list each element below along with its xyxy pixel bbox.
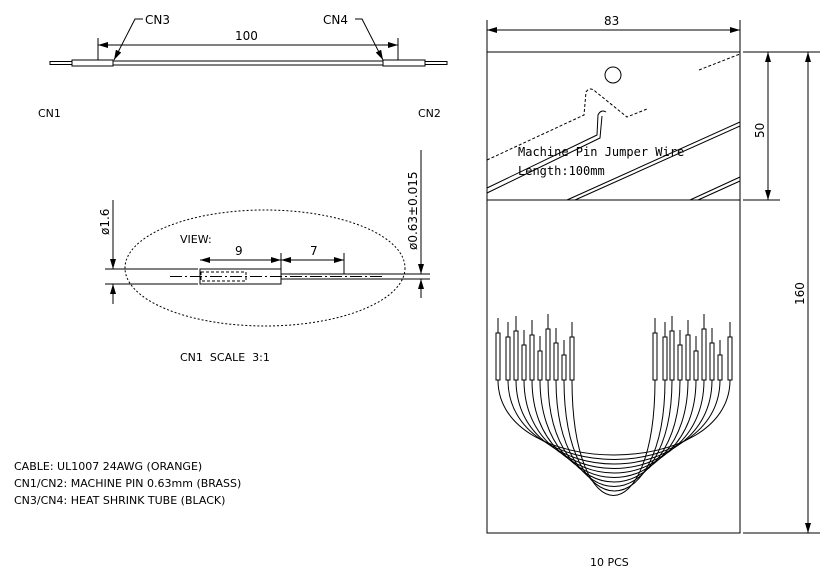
- pin-sleeve: [529, 334, 535, 381]
- wire-loop: [515, 379, 713, 465]
- wire-loop: [571, 379, 656, 496]
- wire-loop: [507, 379, 721, 460]
- pin-sleeve: [662, 336, 668, 381]
- pin-sleeve: [677, 344, 683, 381]
- pin-sleeve: [727, 336, 733, 381]
- right-heat-shrink: [382, 59, 426, 67]
- cable: [112, 60, 384, 66]
- view-label: VIEW:: [180, 233, 212, 246]
- cn2-label: CN2: [418, 107, 441, 120]
- pin-sleeve: [709, 342, 715, 381]
- cable-diameter-dimension: ø1.6: [98, 209, 112, 235]
- package-drawing: [486, 20, 820, 534]
- pin-sleeve: [701, 328, 707, 381]
- pin-sleeve: [717, 354, 723, 381]
- header-height-dimension: 50: [753, 123, 767, 138]
- wire-loop: [563, 379, 666, 492]
- pin-sleeve: [561, 354, 567, 381]
- package-label-length: Length:100mm: [518, 164, 605, 178]
- package-label-title: Machine Pin Jumper Wire: [518, 145, 684, 159]
- cn4-leader: [355, 18, 384, 61]
- package-width-dimension: 83: [604, 14, 619, 28]
- detail-view: [105, 150, 430, 327]
- pin-sleeve: [513, 330, 519, 381]
- cn4-label: CN4: [323, 13, 348, 27]
- left-pin: [49, 61, 73, 65]
- hang-hole-icon: [604, 66, 622, 84]
- wire-loop: [523, 379, 705, 469]
- pin-sleeve: [545, 328, 551, 381]
- wire-loop: [547, 379, 681, 483]
- pin-sleeve: [685, 334, 691, 381]
- pin-sleeve: [669, 330, 675, 381]
- wire-loop: [539, 379, 689, 478]
- note-machine-pin: CN1/CN2: MACHINE PIN 0.63mm (BRASS): [14, 477, 241, 490]
- length-dimension: 100: [235, 29, 258, 43]
- quantity-label: 10 PCS: [590, 556, 629, 569]
- pin-sleeve: [505, 336, 511, 381]
- package-outline: [486, 51, 741, 534]
- note-cable: CABLE: UL1007 24AWG (ORANGE): [14, 460, 202, 473]
- tube-length-dimension: 9: [235, 244, 243, 258]
- left-heat-shrink: [71, 59, 114, 67]
- pin-length-dimension: 7: [310, 244, 318, 258]
- wire-loop: [531, 379, 697, 474]
- right-pin: [424, 61, 448, 65]
- pin-sleeve: [495, 332, 501, 381]
- pin-sleeve: [521, 344, 527, 381]
- wire-loop: [555, 379, 673, 487]
- top-view-wire: [49, 18, 448, 67]
- wire-bundle: [495, 314, 733, 496]
- package-height-dimension: 160: [793, 282, 807, 305]
- pin-sleeve: [553, 342, 559, 381]
- pin-sleeve: [569, 336, 575, 381]
- note-heat-shrink: CN3/CN4: HEAT SHRINK TUBE (BLACK): [14, 494, 225, 507]
- cn3-label: CN3: [145, 13, 170, 27]
- cn1-label: CN1: [38, 107, 61, 120]
- detail-ellipse: [124, 209, 406, 327]
- pin-sleeve: [693, 350, 699, 381]
- pin-sleeve: [652, 332, 658, 381]
- cn3-leader: [113, 18, 143, 61]
- pin-sleeve: [537, 350, 543, 381]
- detail-caption: CN1 SCALE 3:1: [180, 351, 270, 364]
- pin-diameter-dimension: ø0.63±0.015: [406, 172, 420, 250]
- wire-loop: [497, 379, 731, 456]
